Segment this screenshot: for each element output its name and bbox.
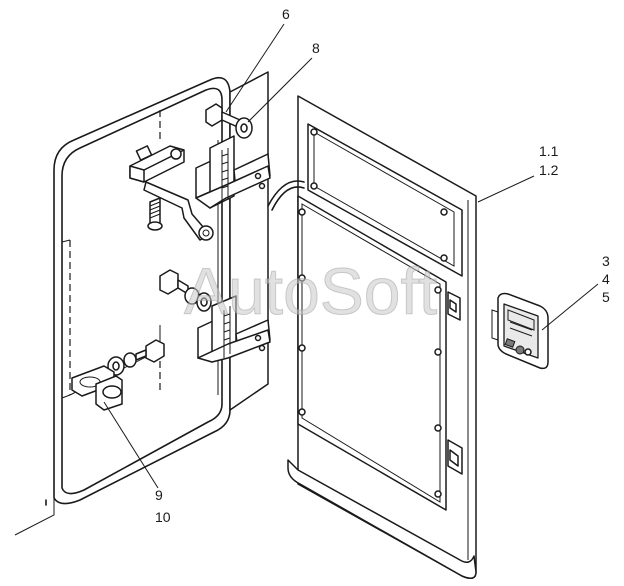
callout-9: 9 — [155, 487, 163, 503]
leader-lines — [103, 23, 599, 489]
leader-6 — [225, 23, 285, 113]
callout-10: 10 — [155, 509, 171, 525]
leader-8 — [247, 57, 313, 123]
callout-6: 6 — [282, 6, 290, 22]
bolt-washer-set-top — [205, 103, 253, 139]
leader-3-5 — [541, 283, 599, 331]
limit-switch — [129, 145, 214, 241]
bolt-washer-set-lower — [107, 339, 165, 376]
callout-1-2: 1.2 — [539, 162, 559, 178]
callout-1-1: 1.1 — [539, 143, 559, 159]
leader-1 — [477, 175, 535, 203]
lower-hinge — [197, 295, 271, 363]
watermark-logo: AutoSoft — [184, 254, 437, 328]
bolt-washer-set-middle — [159, 269, 212, 312]
striker-plate — [71, 365, 123, 411]
leader-9-10 — [103, 401, 159, 489]
upper-hinge — [195, 135, 271, 209]
door-panel — [267, 95, 477, 579]
callout-3: 3 — [602, 253, 610, 269]
callout-5: 5 — [602, 289, 610, 305]
callout-4: 4 — [602, 271, 610, 287]
lock-module — [491, 292, 549, 370]
callout-8: 8 — [312, 40, 320, 56]
